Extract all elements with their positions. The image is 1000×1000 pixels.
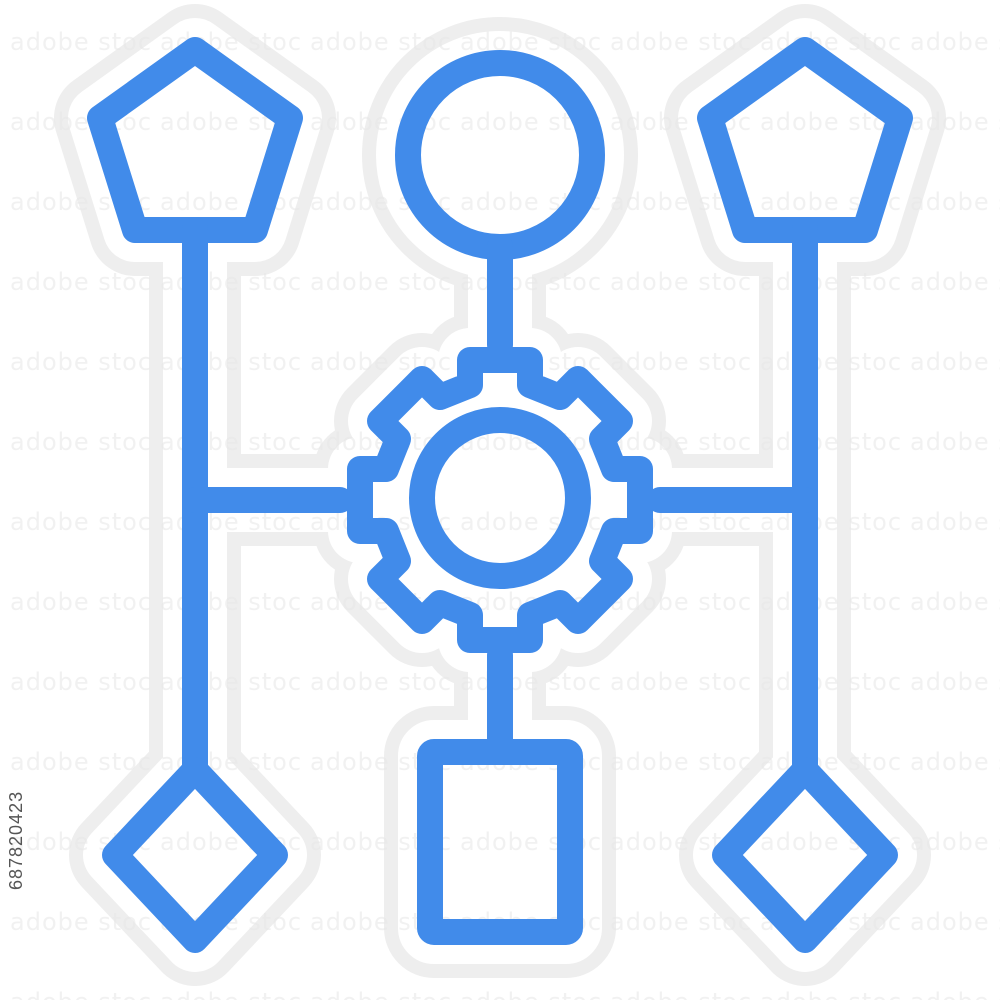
icon-strokes: [87, 37, 913, 953]
stock-id-label: 687820423: [6, 790, 26, 890]
gear-hub-shape: [409, 407, 591, 589]
diamond-left-shape: [102, 757, 288, 953]
rectangle-bottom-shape: [417, 739, 583, 945]
gear-icon: [347, 347, 653, 653]
diamond-right-shape: [712, 757, 898, 953]
